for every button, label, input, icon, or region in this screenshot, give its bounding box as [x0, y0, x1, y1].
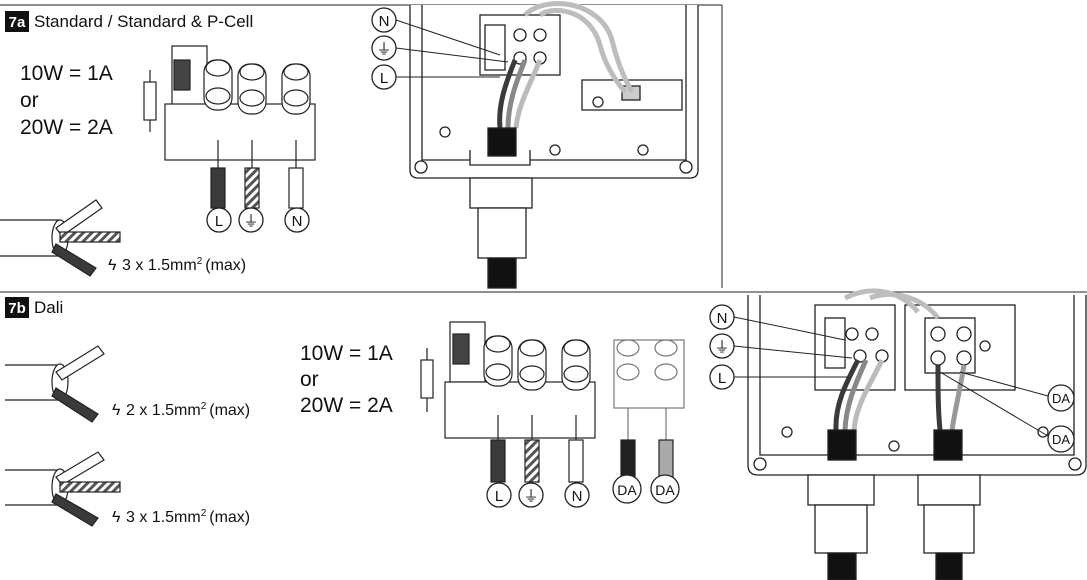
svg-text:DA: DA — [1052, 391, 1070, 406]
cable-spec-7a-text: 3 x 1.5mm — [122, 257, 197, 274]
svg-text:N: N — [572, 488, 583, 505]
section-7a-badge — [5, 11, 29, 32]
section-7b-title: Dali — [34, 298, 63, 317]
wire-live — [210, 167, 226, 209]
fuse-icon — [420, 348, 434, 412]
cable-spec-7a: 3 x 1.5mm2(max) — [122, 256, 246, 274]
lightning-icon: ϟ — [108, 257, 117, 274]
wire-neutral — [568, 439, 584, 483]
box-label-earth-7a: ⏚ — [371, 35, 509, 63]
dali-terminal-block — [613, 339, 685, 440]
cable-3core-icon — [0, 199, 121, 277]
cable-spec-7b-1: 2 x 1.5mm2(max) — [126, 401, 250, 419]
svg-text:⏚: ⏚ — [523, 488, 538, 505]
cable-spec-7a-max: (max) — [205, 257, 246, 274]
enclosure-7b-wires — [833, 288, 967, 431]
cable-spec-7b-2-sup: 2 — [201, 508, 207, 519]
power-rating-1a: 10W = 1A — [20, 62, 113, 85]
svg-text:DA: DA — [617, 482, 637, 498]
wire-live — [490, 439, 506, 483]
terminal-label-earth: ⏚ — [518, 482, 544, 508]
section-7a-title: Standard / Standard & P-Cell — [34, 12, 253, 31]
enclosure-7b — [747, 295, 1087, 476]
svg-text:L: L — [718, 370, 726, 387]
terminal-label-l: L — [486, 482, 512, 508]
power-rating-or: or — [300, 368, 319, 391]
enclosure-7a — [409, 5, 699, 179]
cable-spec-7b-2-text: 3 x 1.5mm — [126, 509, 201, 526]
cable-gland-7b-2 — [917, 429, 981, 580]
cable-gland-7b-1 — [807, 429, 875, 580]
wire-earth — [244, 167, 260, 209]
svg-text:DA: DA — [1052, 432, 1070, 447]
svg-text:L: L — [215, 213, 223, 230]
section-7b-badge — [5, 297, 29, 318]
dali-label-da-2: DA — [939, 371, 1075, 453]
power-rating-2a: 20W = 2A — [20, 116, 113, 139]
svg-text:N: N — [292, 213, 303, 230]
terminal-wires — [490, 439, 674, 483]
power-rating-or: or — [20, 89, 39, 112]
cable-spec-7b-1-max: (max) — [209, 402, 250, 419]
terminal-wires — [210, 167, 304, 209]
box-label-earth-7b: ⏚ — [709, 333, 853, 359]
terminal-label-da-1: DA — [612, 474, 642, 504]
terminal-block — [444, 321, 596, 440]
wire-neutral — [288, 167, 304, 209]
fuse-icon — [143, 70, 157, 132]
cable-spec-7a-sup: 2 — [197, 256, 203, 267]
lightning-icon: ϟ — [112, 402, 121, 419]
cable-spec-7b-2: 3 x 1.5mm2(max) — [126, 508, 250, 526]
terminal-label-da-2: DA — [650, 474, 680, 504]
cable-gland-7a — [469, 127, 533, 289]
power-rating-1a: 10W = 1A — [300, 342, 393, 365]
svg-text:DA: DA — [655, 482, 675, 498]
enclosure-7a-wires — [497, 1, 635, 129]
dali-label-da-1: DA — [959, 371, 1075, 412]
cable-spec-7b-1-sup: 2 — [201, 401, 207, 412]
section-7a-badge-text: 7a — [9, 14, 26, 31]
svg-text:L: L — [495, 488, 503, 505]
section-7b: 7b Dali ϟ 2 x 1.5mm2(max) ϟ 3 x 1.5mm2(m… — [0, 288, 1087, 580]
svg-text:N: N — [717, 310, 728, 327]
svg-text:⏚: ⏚ — [714, 339, 729, 356]
svg-text:N: N — [379, 13, 390, 30]
box-label-n-7b: N — [709, 304, 846, 341]
cable-3core-icon — [5, 451, 121, 527]
power-rating-2a: 20W = 2A — [300, 394, 393, 417]
section-7a: 7a Standard / Standard & P-Cell 10W = 1A… — [0, 1, 723, 289]
svg-text:L: L — [380, 70, 388, 87]
svg-text:⏚: ⏚ — [376, 41, 391, 58]
terminal-block — [164, 45, 316, 168]
box-label-n-7a: N — [371, 7, 501, 56]
terminal-label-n: N — [284, 207, 310, 233]
cable-spec-7b-1-text: 2 x 1.5mm — [126, 402, 201, 419]
terminal-label-earth: ⏚ — [238, 207, 264, 233]
svg-text:⏚: ⏚ — [243, 213, 258, 230]
box-label-l-7a: L — [371, 64, 500, 90]
wire-earth — [524, 439, 540, 483]
lightning-icon: ϟ — [112, 509, 121, 526]
terminal-label-l: L — [206, 207, 232, 233]
terminal-label-n: N — [564, 482, 590, 508]
cable-2core-icon — [5, 345, 105, 423]
cable-spec-7b-2-max: (max) — [209, 509, 250, 526]
section-7b-badge-text: 7b — [8, 300, 26, 317]
box-label-l-7b: L — [709, 364, 848, 390]
